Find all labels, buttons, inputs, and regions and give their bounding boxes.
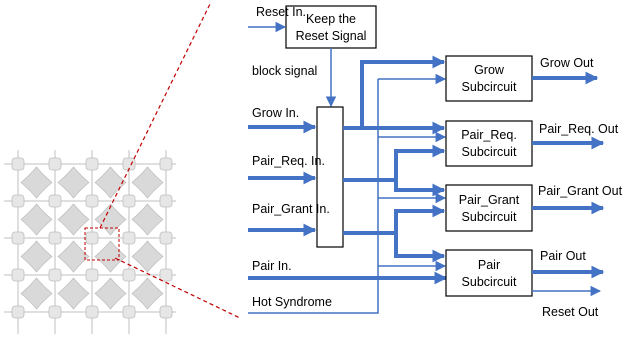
lattice-cell: [94, 240, 127, 273]
lattice-node: [85, 231, 99, 245]
lattice-node: [159, 305, 173, 319]
lattice-cell: [94, 203, 127, 236]
pair-grant-subcircuit: Pair_Grant Subcircuit: [445, 184, 533, 232]
reset-out-label: Reset Out: [542, 305, 599, 319]
grow-out-label: Grow Out: [540, 56, 594, 70]
pair-req-in-label: Pair_Req. In.: [252, 154, 325, 168]
hot-syndrome-wires: [248, 73, 447, 314]
lattice-cell: [57, 240, 90, 273]
lattice-node: [159, 268, 173, 282]
lattice-node: [48, 231, 62, 245]
pair-grant-in-label: Pair_Grant In.: [252, 202, 330, 216]
lattice-cell: [94, 166, 127, 199]
lattice-node: [48, 268, 62, 282]
lattice-node: [48, 194, 62, 208]
central-block-output-wires: [343, 55, 446, 263]
pair-in-label: Pair In.: [252, 259, 292, 273]
lattice-node: [85, 194, 99, 208]
zoom-line-upper: [99, 3, 211, 229]
pair-subcircuit-line2: Subcircuit: [462, 275, 517, 289]
lattice-node: [48, 157, 62, 171]
lattice-cell: [57, 166, 90, 199]
lattice-node: [122, 305, 136, 319]
reset-in-label: Reset In.: [256, 5, 306, 19]
lattice-cell: [57, 203, 90, 236]
pair-req-subcircuit-line1: Pair_Req.: [461, 128, 517, 142]
grow-subcircuit: Grow Subcircuit: [445, 55, 533, 102]
lattice-node: [159, 231, 173, 245]
pair-req-subcircuit-line2: Subcircuit: [462, 145, 517, 159]
lattice-node: [48, 305, 62, 319]
lattice-node: [122, 231, 136, 245]
lattice-cell: [20, 240, 53, 273]
grow-in-label: Grow In.: [252, 106, 299, 120]
lattice-node: [122, 268, 136, 282]
keep-reset-label-line2: Reset Signal: [296, 29, 367, 43]
pair-grant-subcircuit-line2: Subcircuit: [462, 210, 517, 224]
keep-reset-block: Keep the Reset Signal: [285, 5, 377, 49]
lattice-node: [159, 194, 173, 208]
lattice-cell: [131, 203, 164, 236]
grow-subcircuit-line1: Grow: [474, 63, 505, 77]
lattice-node: [159, 157, 173, 171]
block-signal-label: block signal: [252, 64, 317, 78]
lattice-cell: [94, 277, 127, 310]
pair-out-label: Pair Out: [540, 249, 586, 263]
lattice-cell: [57, 277, 90, 310]
pair-grant-out-label: Pair_Grant Out: [538, 184, 623, 198]
lattice-cell: [20, 166, 53, 199]
lattice-cell: [20, 277, 53, 310]
lattice-node: [85, 268, 99, 282]
lattice-node: [11, 157, 25, 171]
pair-subcircuit-line1: Pair: [478, 258, 500, 272]
central-block: [316, 106, 344, 248]
lattice-grid: [4, 150, 176, 334]
zoom-line-lower: [114, 257, 241, 319]
lattice-cell: [131, 166, 164, 199]
lattice-node: [11, 194, 25, 208]
keep-reset-label-line1: Keep the: [306, 12, 356, 26]
zoom-highlight-box: [84, 227, 120, 261]
pair-req-subcircuit: Pair_Req. Subcircuit: [445, 120, 533, 167]
lattice-node: [122, 194, 136, 208]
lattice-node: [85, 157, 99, 171]
pair-grant-subcircuit-line1: Pair_Grant: [459, 193, 520, 207]
lattice-cell: [131, 240, 164, 273]
pair-req-out-label: Pair_Req. Out: [539, 122, 619, 136]
lattice-node: [11, 305, 25, 319]
lattice-node: [85, 305, 99, 319]
lattice-node: [11, 268, 25, 282]
hot-syndrome-label: Hot Syndrome: [252, 295, 332, 309]
grow-subcircuit-line2: Subcircuit: [462, 80, 517, 94]
lattice-cell: [20, 203, 53, 236]
lattice-cell: [131, 277, 164, 310]
lattice-node: [11, 231, 25, 245]
pair-subcircuit: Pair Subcircuit: [445, 249, 533, 297]
